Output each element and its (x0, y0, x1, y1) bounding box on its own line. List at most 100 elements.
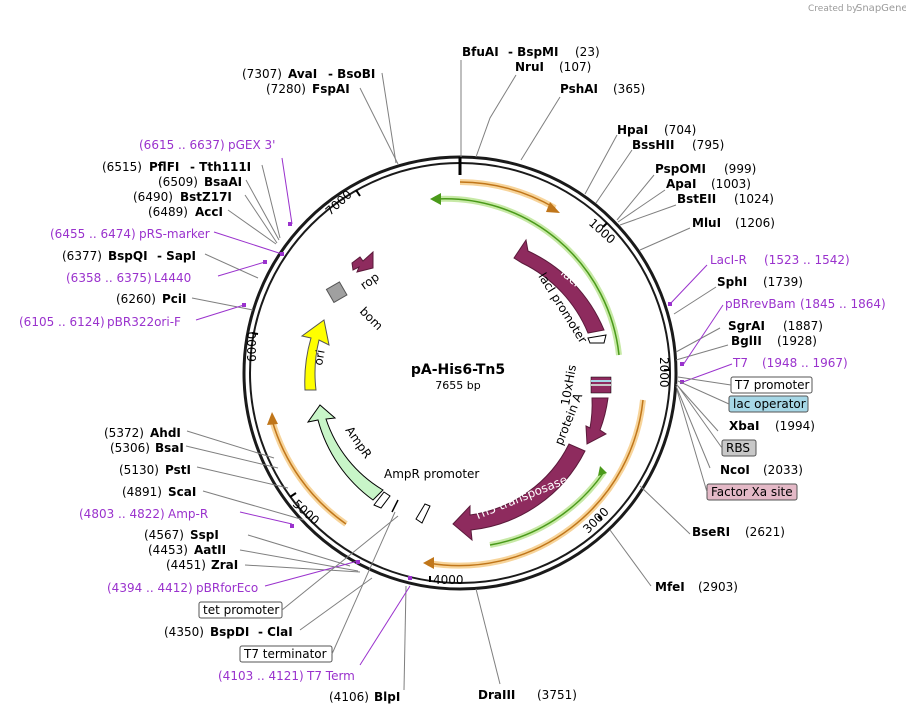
primer-prs-marker[interactable]: (6455 .. 6474) pRS-marker (50, 227, 210, 241)
svg-text:SphI: SphI (717, 275, 747, 289)
svg-text:T7: T7 (732, 356, 748, 370)
svg-text:BlpI: BlpI (374, 690, 400, 704)
svg-text:L4440: L4440 (154, 271, 191, 285)
primer-amp-r[interactable]: (4803 .. 4822) Amp-R (79, 507, 208, 521)
svg-text:(1994): (1994) (775, 419, 815, 433)
svg-text:ZraI: ZraI (211, 558, 238, 572)
svg-text:(7307): (7307) (242, 67, 282, 81)
site-bsaai[interactable]: (6509) BsaAI (158, 175, 242, 189)
site-ahdi[interactable]: (5372) AhdI (104, 426, 181, 440)
svg-text:BseRI: BseRI (692, 525, 730, 539)
protein-a-label: protein A (552, 390, 586, 447)
site-ncoi[interactable]: NcoI (2033) (720, 463, 803, 477)
primer-pbrrevbam[interactable]: pBRrevBam (1845 .. 1864) (725, 297, 886, 311)
svg-text:(6490): (6490) (133, 190, 173, 204)
primer-pbr322ori-f[interactable]: (6105 .. 6124) pBR322ori-F (19, 315, 181, 329)
ori-arrow[interactable] (300, 319, 330, 391)
site-xbai[interactable]: XbaI (1994) (729, 419, 815, 433)
svg-text:(5372): (5372) (104, 426, 144, 440)
rop-arrow[interactable] (351, 250, 374, 273)
site-sspi[interactable]: (4567) SspI (144, 528, 219, 542)
svg-text:ScaI: ScaI (168, 485, 196, 499)
site-sphi[interactable]: SphI (1739) (717, 275, 803, 289)
svg-text:MfeI: MfeI (655, 580, 685, 594)
svg-text:(6509): (6509) (158, 175, 198, 189)
t7-terminator-label: T7 terminator (243, 647, 327, 661)
credit-prefix: Created by (808, 4, 858, 14)
site-mlui[interactable]: MluI (1206) (692, 216, 775, 230)
primer-pbrforeco[interactable]: (4394 .. 4412) pBRforEco (107, 581, 258, 595)
site-bglii[interactable]: BglII (1928) (731, 334, 817, 348)
laci-arrow[interactable] (513, 238, 605, 334)
svg-text:BstEII: BstEII (677, 192, 716, 206)
primer-l4440[interactable]: (6358 .. 6375) L4440 (66, 271, 191, 285)
site-bseri[interactable]: BseRI (2621) (692, 525, 785, 539)
site-acci[interactable]: (6489) AccI (148, 205, 223, 219)
tn5-arrow[interactable] (452, 443, 586, 542)
site-pflfi[interactable]: (6515) PflFI - Tth111I (102, 160, 251, 174)
svg-text:BsaI: BsaI (155, 441, 184, 455)
svg-text:AvaI: AvaI (288, 67, 317, 81)
site-bsshii[interactable]: BssHII (795) (632, 138, 724, 152)
svg-text:pRS-marker: pRS-marker (139, 227, 210, 241)
svg-text:(1928): (1928) (777, 334, 817, 348)
svg-text:(1739): (1739) (763, 275, 803, 289)
site-bspqi[interactable]: (6377) BspQI - SapI (62, 249, 196, 263)
bom-label: bom (357, 304, 386, 333)
site-avai[interactable]: (7307) AvaI - BsoBI (242, 67, 375, 81)
site-psti[interactable]: (5130) PstI (119, 463, 191, 477)
svg-text:BspQI: BspQI (108, 249, 148, 263)
site-hpai[interactable]: HpaI (704) (617, 123, 696, 137)
tick-2000: 2000 (657, 357, 671, 388)
svg-text:(1948 .. 1967): (1948 .. 1967) (762, 356, 848, 370)
svg-text:HpaI: HpaI (617, 123, 648, 137)
site-aatii[interactable]: (4453) AatII (148, 543, 226, 557)
site-bspdi[interactable]: (4350) BspDI - ClaI (164, 625, 293, 639)
primer-labels: LacI-R (1523 .. 1542) pBRrevBam (1845 ..… (19, 138, 886, 683)
svg-text:(1003): (1003) (711, 177, 751, 191)
svg-text:T7 Term: T7 Term (306, 669, 355, 683)
site-bsteii[interactable]: BstEII (1024) (677, 192, 774, 206)
site-zrai[interactable]: (4451) ZraI (166, 558, 238, 572)
bom-box[interactable] (325, 281, 348, 304)
svg-text:(7280): (7280) (266, 82, 306, 96)
site-scai[interactable]: (4891) ScaI (122, 485, 196, 499)
svg-text:(4891): (4891) (122, 485, 162, 499)
protein-a-arrow[interactable] (585, 397, 609, 445)
svg-text:(2033): (2033) (763, 463, 803, 477)
site-pshai[interactable]: PshAI (365) (560, 82, 645, 96)
svg-text:(6358 .. 6375): (6358 .. 6375) (66, 271, 152, 285)
ampr-arrow[interactable] (306, 404, 384, 501)
ampr-promoter-arrow (373, 491, 391, 509)
site-apai[interactable]: ApaI (1003) (666, 177, 751, 191)
site-pspomi[interactable]: PspOMI (999) (655, 162, 756, 176)
site-blpi[interactable]: (4106) BlpI (329, 690, 400, 704)
svg-text:PspOMI: PspOMI (655, 162, 706, 176)
primer-leaders (195, 157, 733, 666)
ampr-promoter-label: AmpR promoter (384, 467, 479, 481)
svg-text:FspAI: FspAI (312, 82, 350, 96)
site-pcii[interactable]: (6260) PciI (116, 292, 187, 306)
site-bfuai[interactable]: BfuAI - BspMI (23) (462, 45, 600, 59)
site-bsai[interactable]: (5306) BsaI (110, 441, 184, 455)
primer-t7-term[interactable]: (4103 .. 4121) T7 Term (218, 669, 355, 683)
svg-text:(6615 .. 6637): (6615 .. 6637) (139, 138, 225, 152)
svg-text:(1887): (1887) (783, 319, 823, 333)
primer-t7[interactable]: T7 (1948 .. 1967) (732, 356, 848, 370)
svg-text:(4803 .. 4822): (4803 .. 4822) (79, 507, 165, 521)
svg-text:BspDI: BspDI (210, 625, 249, 639)
svg-text:(4451): (4451) (166, 558, 206, 572)
primer-pgex3[interactable]: (6615 .. 6637) pGEX 3' (139, 138, 275, 152)
svg-text:(999): (999) (724, 162, 756, 176)
svg-text:(6105 .. 6124): (6105 .. 6124) (19, 315, 105, 329)
svg-text:BglII: BglII (731, 334, 762, 348)
site-sgrai[interactable]: SgrAI (1887) (728, 319, 823, 333)
primer-laci-r[interactable]: LacI-R (1523 .. 1542) (710, 253, 850, 267)
site-draiii[interactable]: DraIII (3751) (478, 688, 577, 702)
site-bstz17i[interactable]: (6490) BstZ17I (133, 190, 232, 204)
site-fspai[interactable]: (7280) FspAI (266, 82, 350, 96)
site-nrui[interactable]: NruI (107) (515, 60, 591, 74)
svg-text:NcoI: NcoI (720, 463, 750, 477)
site-mfei[interactable]: MfeI (2903) (655, 580, 738, 594)
svg-text:BsaAI: BsaAI (204, 175, 242, 189)
